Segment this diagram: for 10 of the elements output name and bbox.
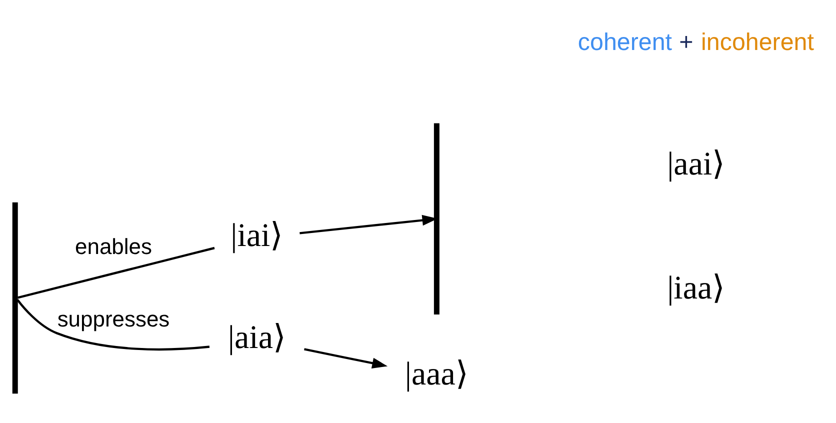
label: coherent	[578, 28, 672, 56]
node-text: |aia⟩	[228, 320, 286, 356]
edge-label: suppresses	[57, 306, 170, 332]
label: incoherent	[701, 28, 814, 56]
edge-label: enables	[75, 234, 152, 259]
node-text: |iai⟩	[230, 217, 284, 254]
node-text: |aai⟩	[667, 146, 726, 182]
node-text: |aaa⟩	[404, 356, 468, 392]
node-text: |iaa⟩	[667, 270, 726, 306]
label: +	[679, 28, 694, 56]
